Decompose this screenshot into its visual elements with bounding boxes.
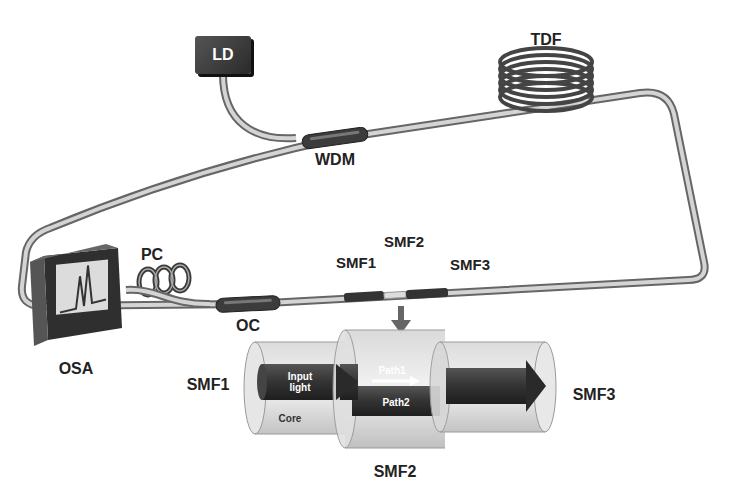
fiber-connector — [126, 290, 210, 304]
part-label: SMF2 — [384, 234, 424, 251]
node-label: LD — [212, 46, 233, 64]
part-label: SMF1 — [336, 255, 376, 272]
coil-winding — [500, 76, 592, 104]
spectrum-analyzer: OSA — [26, 242, 126, 392]
fiber-connector — [223, 74, 296, 138]
coil-winding — [500, 83, 592, 111]
part-label: Core — [279, 413, 302, 424]
part-label: SMF3 — [573, 386, 616, 404]
part-label: SMF3 — [450, 257, 490, 274]
part-label: Input light — [280, 371, 320, 393]
part-label: SMF1 — [187, 376, 230, 394]
wdm-coupler: WDM — [296, 127, 374, 179]
node-label: OSA — [59, 360, 94, 378]
node-label: WDM — [315, 151, 355, 169]
node-label: OC — [236, 317, 260, 335]
part-label: Path2 — [382, 397, 409, 408]
part-label: SMF2 — [374, 463, 417, 481]
output-coupler: OC — [210, 293, 286, 343]
part-label: PC — [141, 246, 163, 264]
part-label: TDF — [530, 31, 561, 49]
laser-diode-box: LD — [195, 36, 251, 74]
part-label: Path1 — [378, 365, 405, 376]
